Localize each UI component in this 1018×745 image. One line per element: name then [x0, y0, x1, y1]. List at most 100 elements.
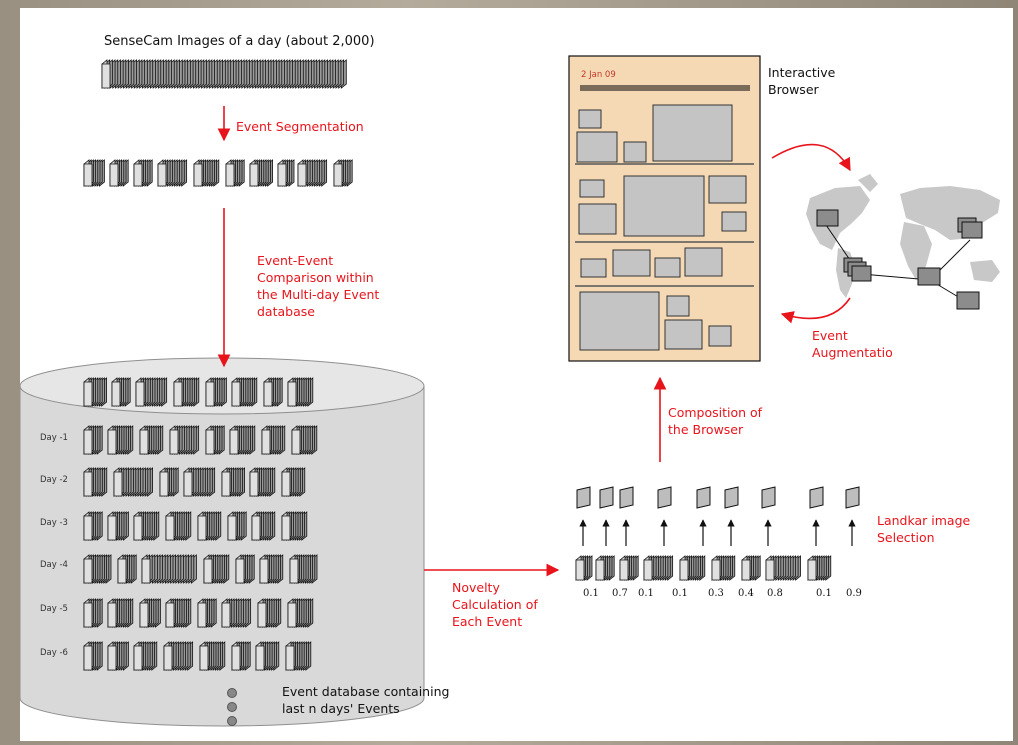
image-stack	[231, 641, 251, 671]
image-stack	[263, 377, 283, 407]
image-frame-front	[679, 559, 689, 581]
image-stack	[221, 467, 246, 497]
image-frame-front	[807, 559, 817, 581]
interactive-browser	[568, 55, 761, 362]
day-label: Day -2	[40, 475, 68, 485]
image-frame-front	[199, 645, 209, 671]
browser-date: 2 Jan 09	[581, 70, 616, 80]
image-stack	[83, 598, 103, 628]
image-frame-front	[139, 429, 149, 455]
novelty-label-line-1: Novelty	[452, 580, 500, 595]
daily-images-title: SenseCam Images of a day (about 2,000)	[104, 34, 375, 49]
image-frame-front	[333, 163, 343, 187]
image-frame-front	[107, 429, 117, 455]
image-frame-front	[249, 471, 259, 497]
image-frame-front	[711, 559, 721, 581]
image-frame-front	[287, 381, 297, 407]
image-stack	[203, 554, 230, 584]
image-frame-front	[165, 515, 175, 541]
image-frame-front	[157, 163, 167, 187]
landmark-thumbnail	[724, 486, 739, 509]
landmark-thumbnails	[576, 486, 860, 509]
day-label: Day -1	[40, 433, 68, 443]
comparison-label-line-3: the Multi-day Event	[257, 287, 380, 302]
image-frame-front	[251, 515, 261, 541]
image-stack	[221, 598, 252, 628]
image-stack	[259, 554, 284, 584]
image-stack	[765, 555, 801, 581]
image-frame-front	[255, 645, 265, 671]
image-stack	[575, 555, 593, 581]
event-segmentation-label: Event Segmentation	[236, 119, 364, 134]
image-stack	[107, 641, 129, 671]
image-stack	[225, 159, 245, 187]
novelty-label-line-2: Calculation of	[452, 597, 538, 612]
image-frame-front	[109, 163, 119, 187]
image-stack	[285, 641, 312, 671]
day-label: Day -5	[40, 604, 68, 614]
image-stack	[117, 554, 137, 584]
image-stack	[159, 467, 179, 497]
image-frame-front	[133, 515, 143, 541]
image-stack	[711, 555, 736, 581]
image-frame-front	[221, 471, 231, 497]
image-stack	[741, 555, 761, 581]
image-frame-front	[101, 63, 111, 89]
composition-label-line-1: Composition of	[668, 405, 763, 420]
image-stack	[205, 377, 227, 407]
image-stack	[135, 377, 168, 407]
novelty-score: 0.1	[638, 588, 654, 599]
composition-label-line-2: the Browser	[668, 422, 744, 437]
image-frame-front	[289, 558, 299, 584]
image-stack	[163, 641, 194, 671]
image-frame-front	[765, 559, 775, 581]
image-stack	[231, 377, 258, 407]
image-stack	[289, 554, 318, 584]
image-frame-front	[173, 381, 183, 407]
image-stack	[193, 159, 220, 187]
novelty-score: 0.9	[846, 588, 862, 599]
novelty-score: 0.8	[767, 588, 783, 599]
image-frame-front	[83, 163, 93, 187]
interactive-browser-label-line-1: Interactive	[768, 65, 836, 80]
image-frame-front	[83, 602, 93, 628]
image-stack	[257, 598, 282, 628]
image-frame-front	[231, 381, 241, 407]
image-frame-front	[249, 163, 259, 187]
image-stack	[169, 425, 200, 455]
image-stack	[251, 511, 276, 541]
image-frame-front	[575, 559, 585, 581]
image-frame-front	[111, 381, 121, 407]
image-frame-front	[83, 558, 93, 584]
image-frame-front	[205, 429, 215, 455]
image-stack	[643, 555, 674, 581]
image-frame-front	[193, 163, 203, 187]
image-frame-front	[287, 602, 297, 628]
event-database-cylinder	[20, 357, 425, 727]
image-stack	[83, 377, 107, 407]
image-stack	[619, 555, 639, 581]
image-stack	[83, 554, 112, 584]
landmark-label-line-2: Selection	[877, 530, 935, 545]
image-stack	[197, 511, 222, 541]
image-frame-front	[643, 559, 653, 581]
day-label: Day -4	[40, 560, 68, 570]
image-frame-front	[107, 515, 117, 541]
image-frame-front	[133, 163, 143, 187]
image-stack	[141, 554, 197, 584]
image-stack	[281, 511, 308, 541]
image-stack	[107, 425, 134, 455]
image-stack	[109, 159, 129, 187]
image-frame-front	[205, 381, 215, 407]
image-stack	[199, 641, 226, 671]
image-frame-front	[619, 559, 629, 581]
image-frame-front	[197, 602, 207, 628]
image-frame-front	[83, 515, 93, 541]
landmark-thumbnail	[845, 486, 860, 509]
image-frame-front	[741, 559, 751, 581]
image-stack	[287, 377, 314, 407]
comparison-label-line-2: Comparison within	[257, 270, 374, 285]
image-stack	[261, 425, 286, 455]
day-label: Day -3	[40, 518, 68, 528]
image-frame-front	[169, 429, 179, 455]
